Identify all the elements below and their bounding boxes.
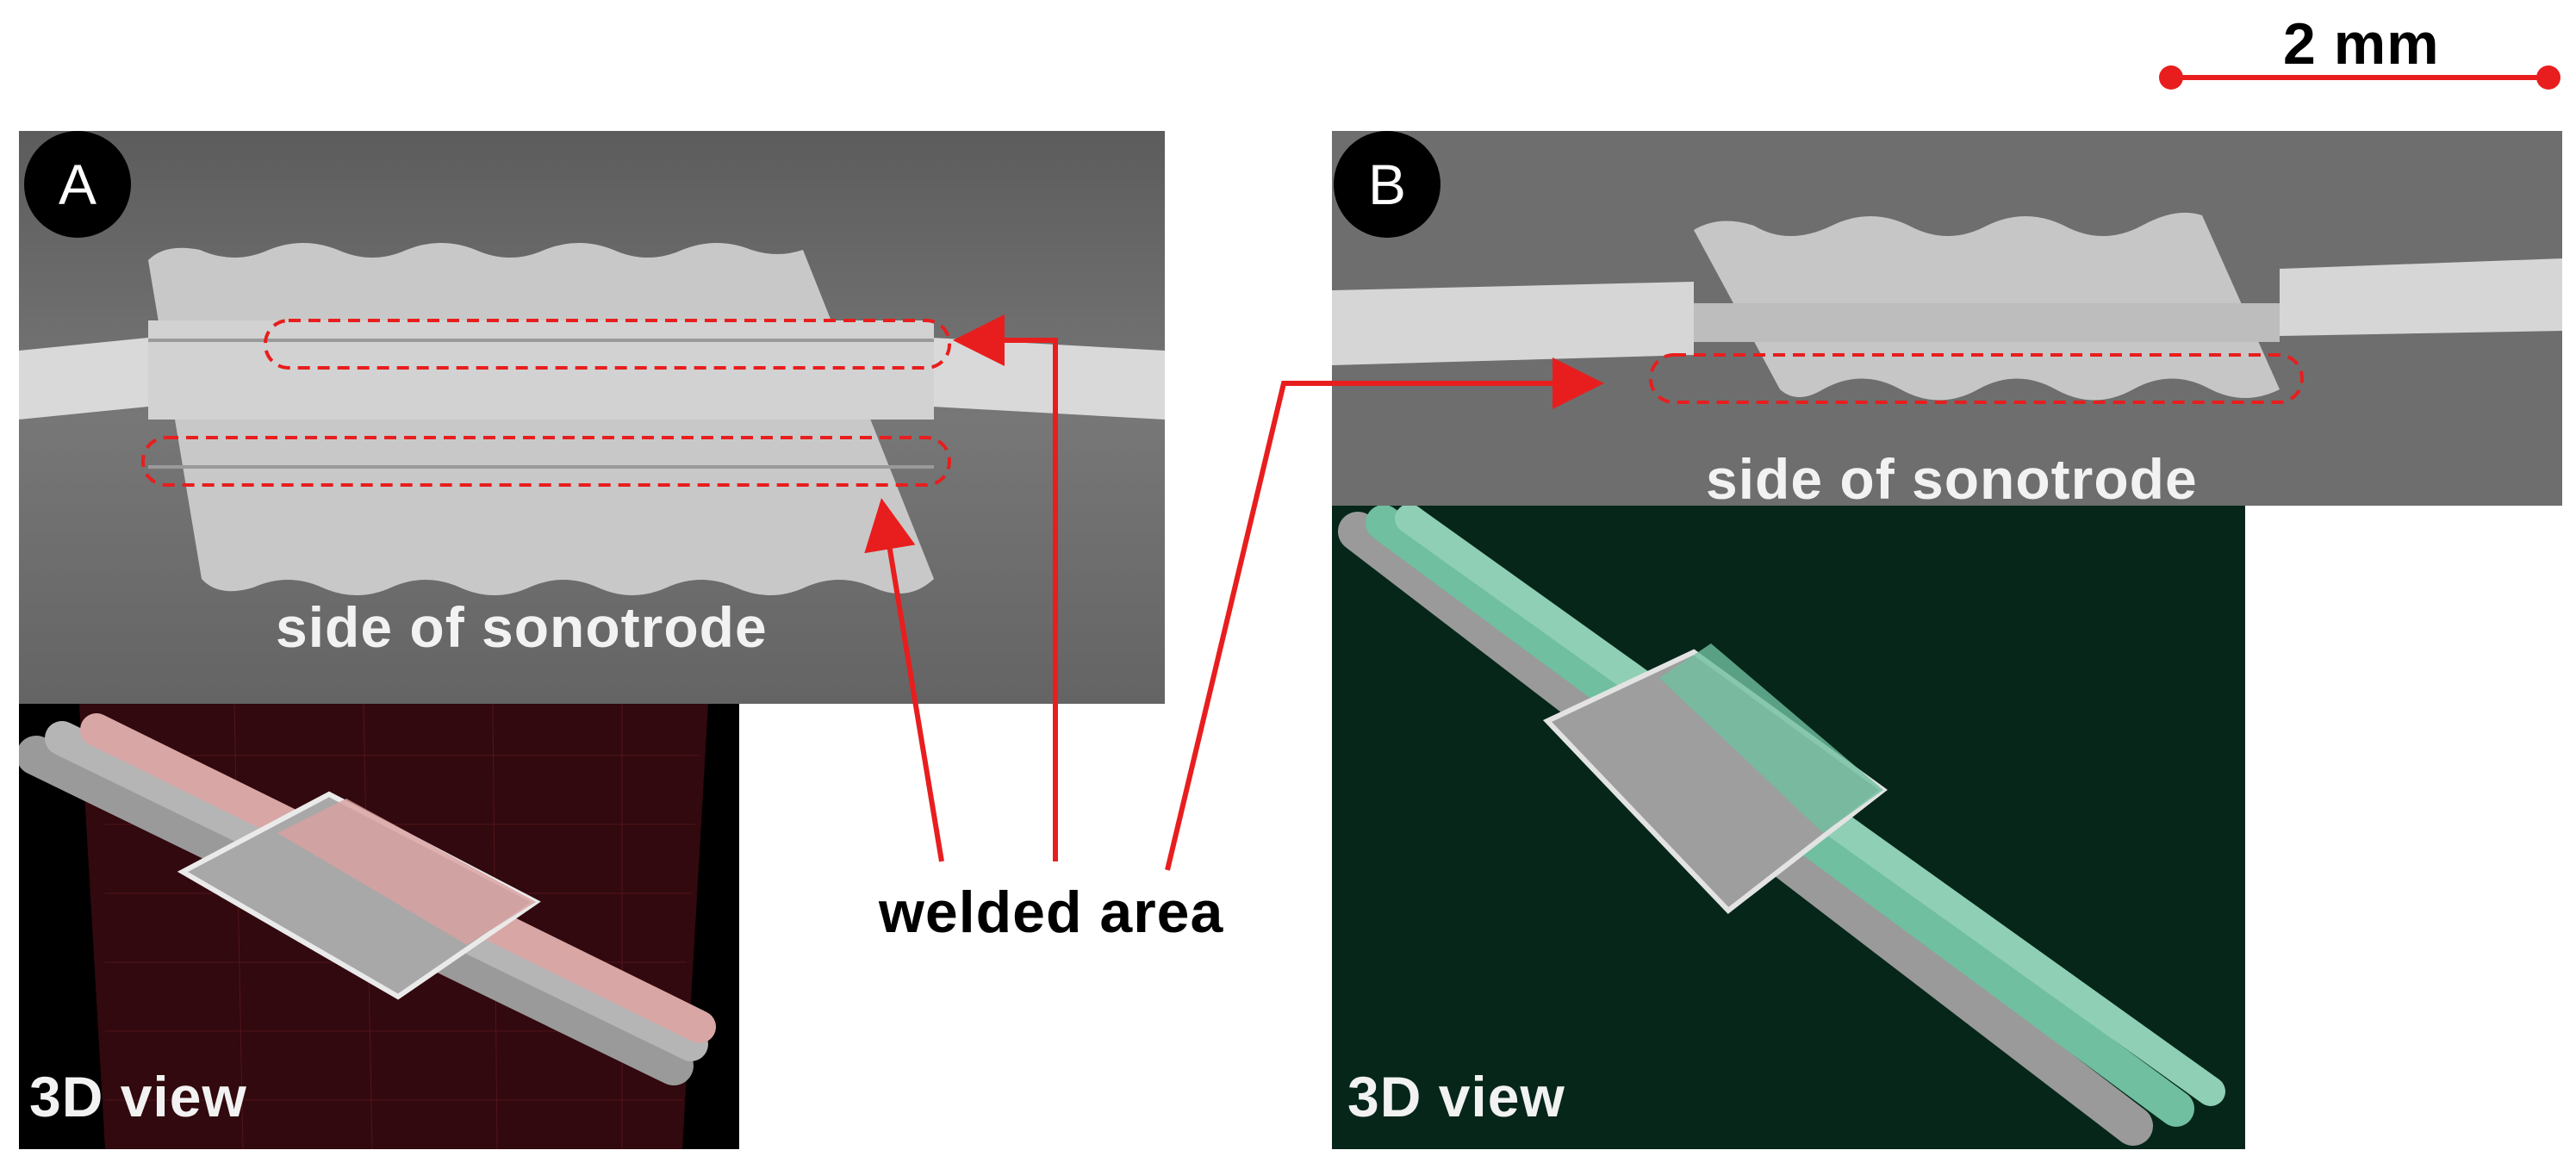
panel-a-3d-graphic <box>19 704 716 1149</box>
panel-b-ct-caption: side of sonotrode <box>1706 447 2198 511</box>
panel-a-badge: A <box>24 131 131 238</box>
panel-b-badge: B <box>1334 131 1440 238</box>
panel-b-3d-view <box>1332 506 2245 1149</box>
panel-b-view-caption: 3D view <box>1347 1065 1565 1128</box>
panel-b-3d-graphic <box>1338 506 2225 1146</box>
welded-area-label: welded area <box>879 880 1224 945</box>
panel-a-ct-caption: side of sonotrode <box>276 595 768 659</box>
panel-a-3d-view <box>19 704 739 1149</box>
scale-bar-label: 2 mm <box>2283 11 2440 77</box>
panel-a-view-caption: 3D view <box>29 1065 247 1128</box>
panel-b-ct-image <box>1332 131 2562 506</box>
